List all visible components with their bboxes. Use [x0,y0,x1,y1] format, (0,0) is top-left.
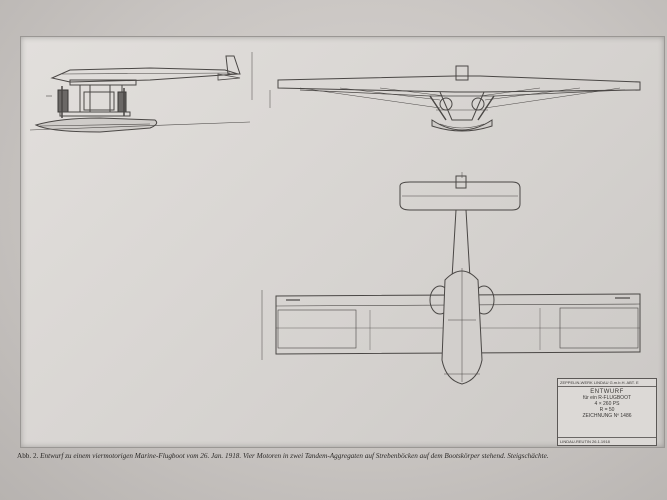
figure-label: Abb. 2. [17,452,39,460]
title-block-line2: 4 × 260 PS [594,401,620,407]
drawing-title-block: ZEPPELIN-WERK LINDAU G.m.b.H. ABT. E ENT… [557,378,657,446]
side-view [29,52,253,133]
title-block-line1: für ein R-FLUGBOOT [582,395,632,401]
figure-caption: Abb. 2. Entwurf zu einem viermotorigen M… [17,452,657,460]
title-block-heading: ENTWURF [590,389,624,395]
title-block-company: ZEPPELIN-WERK LINDAU G.m.b.H. ABT. E [558,379,656,387]
title-block-footer: LINDAU-REUTIN 26.1.1918 [558,437,656,445]
front-view [277,65,641,132]
title-block-drawing-no: ZEICHNUNG Nº 1486 [582,413,632,419]
title-block-main: ENTWURF für ein R-FLUGBOOT 4 × 260 PS R … [558,387,656,437]
top-view [261,90,641,385]
caption-text: Entwurf zu einem viermotorigen Marine-Fl… [40,452,549,460]
department: ABT. E [626,380,639,385]
company-name: ZEPPELIN-WERK LINDAU G.m.b.H. [560,380,626,385]
title-block-line3: R = 50 [599,407,615,413]
